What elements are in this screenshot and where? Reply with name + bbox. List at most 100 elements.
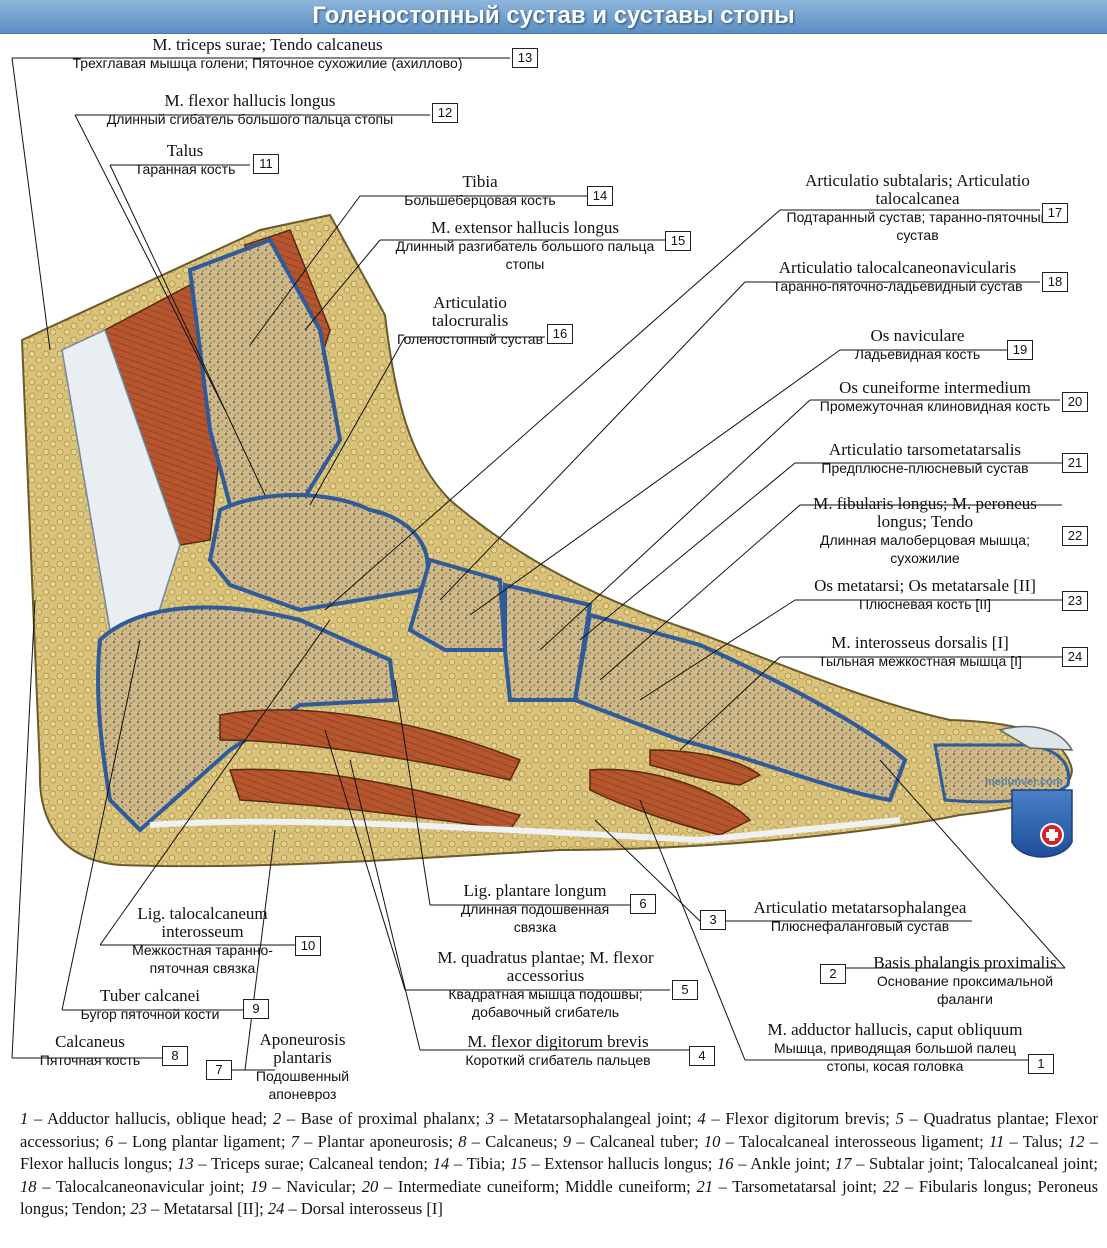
legend-item: 11 – Talus; [988,1131,1068,1151]
adductor-hallucis-muscle [589,768,752,836]
foot-section-illustration [11,57,1074,1071]
legend-item: 16 – Ankle joint; [717,1154,835,1173]
number-18: 18 [1042,272,1068,292]
number-22: 22 [1062,526,1088,546]
legend-number: 23 [130,1199,147,1218]
legend-item: 15 – Extensor hallucis longus; [510,1154,718,1173]
legend-item: 14 – Tibia; [432,1154,511,1173]
legend-number: 5 [895,1109,904,1128]
legend-number: 24 [267,1199,285,1218]
number-2: 2 [820,964,846,984]
legend-number: 10 [703,1131,721,1151]
toenail [998,725,1074,751]
legend-number: 3 [485,1109,495,1128]
legend-item: 9 – Calcaneal tuber; [562,1131,704,1151]
tibia-bone [187,237,343,507]
quadratus-plantae-muscle [219,709,522,781]
legend-number: 6 [104,1131,114,1151]
legend-number: 2 [272,1109,282,1128]
legend-item: 2 – Base of proximal phalanx; [272,1109,486,1128]
legend-item: 13 – Triceps surae; Calcaneal tendon; [177,1154,433,1173]
legend-number: 18 [20,1176,37,1196]
number-14: 14 [587,186,613,206]
legend-item: 1 – Adductor hallucis, oblique head; [20,1109,273,1128]
legend-item: 24 – Dorsal interosseus [I] [267,1199,443,1218]
legend-number: 22 [882,1176,900,1196]
legend-number: 14 [432,1154,450,1173]
number-5: 5 [672,980,698,1000]
legend-number: 4 [697,1109,706,1128]
number-9: 9 [243,999,269,1019]
legend-number: 20 [361,1176,379,1196]
number-11: 11 [253,154,279,174]
watermark: medunver.com [985,776,1063,788]
number-4: 4 [689,1046,715,1066]
legend-item: 23 – Metatarsal [II]; [130,1199,268,1218]
legend-number: 17 [834,1154,852,1173]
legend-item: 18 – Talocalcaneonavicular joint; [20,1176,251,1196]
legend-item: 21 – Tarsometatarsal joint; [696,1176,883,1196]
number-20: 20 [1062,392,1088,412]
number-23: 23 [1062,591,1088,611]
legend-item: 7 – Plantar aponeurosis; [290,1131,459,1151]
legend-item: 5 – Quadratus plantae; Flexor accessoriu… [20,1109,1099,1151]
label-5: M. quadratus plantae; M. flexor accessor… [437,948,654,1021]
legend-item: 19 – Navicular; [250,1176,362,1196]
number-21: 21 [1062,453,1088,473]
number-16: 16 [547,324,573,344]
label-17: Articulatio subtalaris; Articulatio talo… [786,171,1049,244]
legend-number: 8 [458,1131,467,1151]
number-8: 8 [162,1046,188,1066]
legend-item: 3 – Metatarsophalangeal joint; [485,1109,698,1128]
navicular-bone [407,557,508,652]
legend-number: 11 [988,1131,1005,1151]
legend-number: 9 [562,1131,572,1151]
number-15: 15 [665,231,691,251]
flexor-digitorum-brevis-muscle [228,768,522,831]
legend-number: 1 [20,1109,29,1128]
number-6: 6 [630,894,656,914]
label-22: M. fibularis longus; M. peroneus longus;… [813,494,1037,567]
number-19: 19 [1007,340,1033,360]
leader-lines [11,57,1066,1071]
title-bar: Голеностопный сустав и суставы стопы [0,0,1107,34]
legend-number: 16 [717,1154,734,1173]
phalanx-bone [933,743,1071,804]
number-7: 7 [206,1060,232,1080]
legend-item: 8 – Calcaneus; [458,1131,563,1151]
legend-item: 22 – Fibularis longus; Peroneus longus; … [20,1176,1098,1219]
number-13: 13 [512,48,538,68]
number-24: 24 [1062,647,1088,667]
legend-number: 12 [1068,1131,1085,1151]
number-17: 17 [1042,203,1068,223]
number-3: 3 [700,910,726,930]
legend-item: 12 – Flexor hallucis longus; [20,1131,1098,1174]
legend-item: 20 – Intermediate cuneiform; Middle cune… [361,1176,697,1196]
legend-number: 13 [177,1154,194,1173]
number-12: 12 [432,103,458,123]
legend-item: 17 – Subtalar joint; Talocalcaneal joint… [834,1154,1098,1173]
interosseus-muscle [649,749,762,786]
page-title: Голеностопный сустав и суставы стопы [312,2,795,29]
legend-number: 19 [250,1176,267,1196]
legend-number: 7 [290,1131,299,1151]
